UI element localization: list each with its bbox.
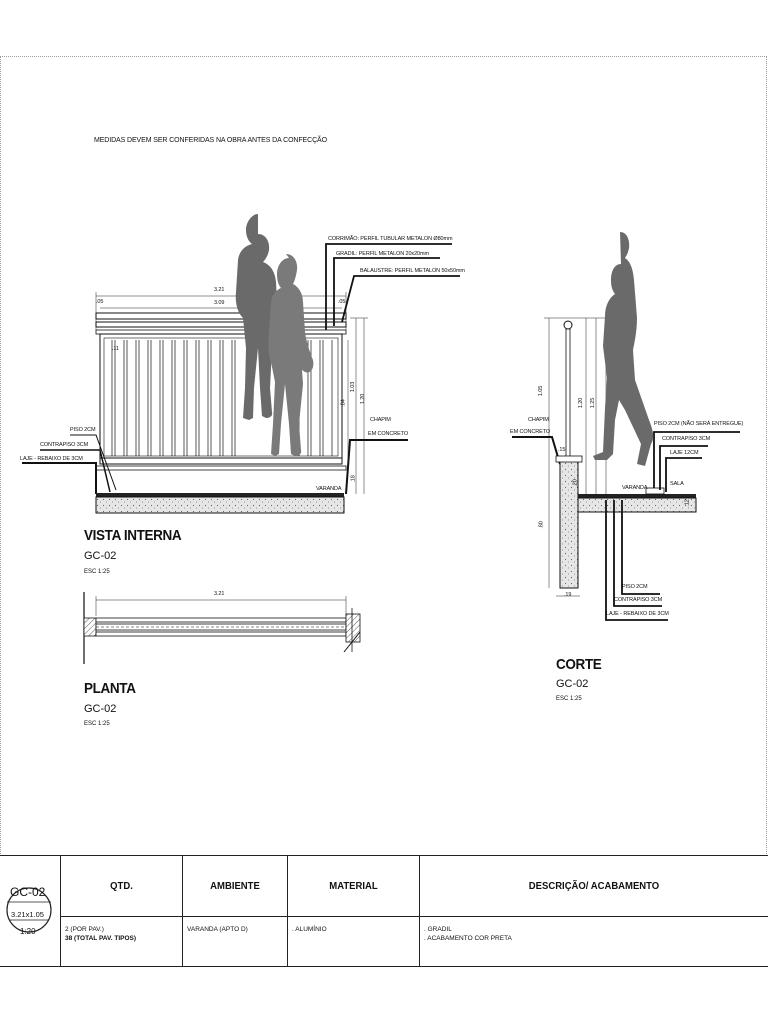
corte-dim-125: 1.25 xyxy=(590,397,597,409)
header-qtd: QTD. xyxy=(110,880,133,892)
planta-scale: ESC 1:25 xyxy=(84,721,110,727)
badge-code: GC-02 xyxy=(10,885,46,899)
corte-callout-chapim: CHAPIM xyxy=(528,417,549,423)
header-ambiente: AMBIENTE xyxy=(210,880,260,892)
corte-callout-piso-bottom: PISO 2CM xyxy=(622,584,648,590)
vista-dim-height-total: 1.20 xyxy=(360,393,367,405)
corte-dim-105: 1.05 xyxy=(538,385,545,397)
vista-dim-right: .05 xyxy=(338,299,346,305)
callout-gradil: GRADIL: PERFIL METALON 20x20mm xyxy=(336,251,429,257)
header-descricao: DESCRIÇÃO/ ACABAMENTO xyxy=(528,880,660,892)
qtd-line-1: 2 (POR PAV.) xyxy=(65,926,104,933)
planta-code: GC-02 xyxy=(84,703,117,715)
column-material: MATERIAL . ALUMÍNIO xyxy=(287,856,419,966)
corte-title: CORTE xyxy=(556,656,602,673)
header-note: MEDIDAS DEVEM SER CONFERIDAS NA OBRA ANT… xyxy=(94,137,327,144)
vista-interna-title: VISTA INTERNA xyxy=(84,527,182,544)
vista-interna-drawing xyxy=(22,214,460,514)
corte-callout-sala: SALA xyxy=(670,481,684,487)
corte-drawing xyxy=(512,232,740,621)
corte-callout-contrapiso-top: CONTRAPISO 3CM xyxy=(662,436,711,442)
corte-dim-20: .20 xyxy=(572,479,579,487)
corte-callout-laje-top: LAJE 12CM xyxy=(670,450,699,456)
corte-callout-laje-bottom: LAJE - REBAIXO DE 3CM xyxy=(606,611,669,617)
badge-scale: 1:20 xyxy=(20,927,36,936)
vista-dim-left: .05 xyxy=(96,299,104,305)
specification-table: GC-02 3.21x1.05 1:20 QTD. 2 (POR PAV.) 3… xyxy=(0,855,768,967)
corte-dim-80: .80 xyxy=(538,521,545,529)
sheet-border xyxy=(0,56,767,856)
vista-dim-total: 3.21 xyxy=(214,287,225,293)
header-material: MATERIAL xyxy=(329,880,378,892)
callout-balaustre: BALAUSTRE: PERFIL METALON 50x50mm xyxy=(360,268,465,274)
callout-corrimao: CORRIMÃO: PERFIL TUBULAR METALON Ø80mm xyxy=(328,236,453,242)
planta-title: PLANTA xyxy=(84,680,136,697)
corte-callout-chapim-2: EM CONCRETO xyxy=(510,429,551,435)
corte-callout-varanda: VARANDA xyxy=(622,485,648,491)
qtd-value: 2 (POR PAV.) 38 (TOTAL PAV. TIPOS) xyxy=(61,916,182,943)
callout-chapim-2: EM CONCRETO xyxy=(368,431,409,437)
callout-laje: LAJE - REBAIXO DE 3CM xyxy=(20,456,83,462)
qtd-line-2: 38 (TOTAL PAV. TIPOS) xyxy=(65,935,137,942)
corte-dim-12: .12 xyxy=(684,499,691,507)
vista-dim-height-1: 1.03 xyxy=(350,381,357,393)
vista-dim-small: .11 xyxy=(112,346,119,352)
ambiente-value: VARANDA (APTO D) xyxy=(187,926,248,933)
callout-chapim: CHAPIM xyxy=(370,417,391,423)
column-ambiente: AMBIENTE VARANDA (APTO D) xyxy=(182,856,287,966)
vista-dim-inner: 3.09 xyxy=(214,300,225,306)
planta-dim-total: 3.21 xyxy=(214,591,225,597)
callout-piso: PISO 2CM xyxy=(70,427,96,433)
badge-circle xyxy=(6,887,52,933)
corte-dim-19: .19 xyxy=(564,592,572,598)
vista-interna-scale: ESC 1:25 xyxy=(84,569,110,575)
descricao-line-1: . GRADIL xyxy=(424,926,452,933)
corte-code: GC-02 xyxy=(556,678,589,690)
callout-varanda: VARANDA xyxy=(316,486,342,492)
vista-dim-height-2: .84 xyxy=(340,399,347,407)
corte-dim-15: .15 xyxy=(558,447,566,453)
corte-scale: ESC 1:25 xyxy=(556,696,582,702)
planta-drawing xyxy=(83,592,361,664)
descricao-value: . GRADIL . ACABAMENTO COR PRETA xyxy=(420,916,768,943)
column-qtd: QTD. 2 (POR PAV.) 38 (TOTAL PAV. TIPOS) xyxy=(60,856,182,966)
column-descricao: DESCRIÇÃO/ ACABAMENTO . GRADIL . ACABAME… xyxy=(419,856,768,966)
material-value: . ALUMÍNIO xyxy=(292,926,327,933)
corte-callout-contrapiso-bottom: CONTRAPISO 3CM xyxy=(614,597,663,603)
vista-interna-code: GC-02 xyxy=(84,550,117,562)
table-divider xyxy=(60,916,768,917)
vista-dim-base: .18 xyxy=(350,475,357,483)
badge-size: 3.21x1.05 xyxy=(11,910,44,919)
corte-dim-120: 1.20 xyxy=(578,397,585,409)
callout-contrapiso: CONTRAPISO 3CM xyxy=(40,442,89,448)
corte-callout-piso-top: PISO 2CM (NÃO SERÁ ENTREGUE) xyxy=(654,421,744,427)
descricao-line-2: . ACABAMENTO COR PRETA xyxy=(424,935,512,942)
